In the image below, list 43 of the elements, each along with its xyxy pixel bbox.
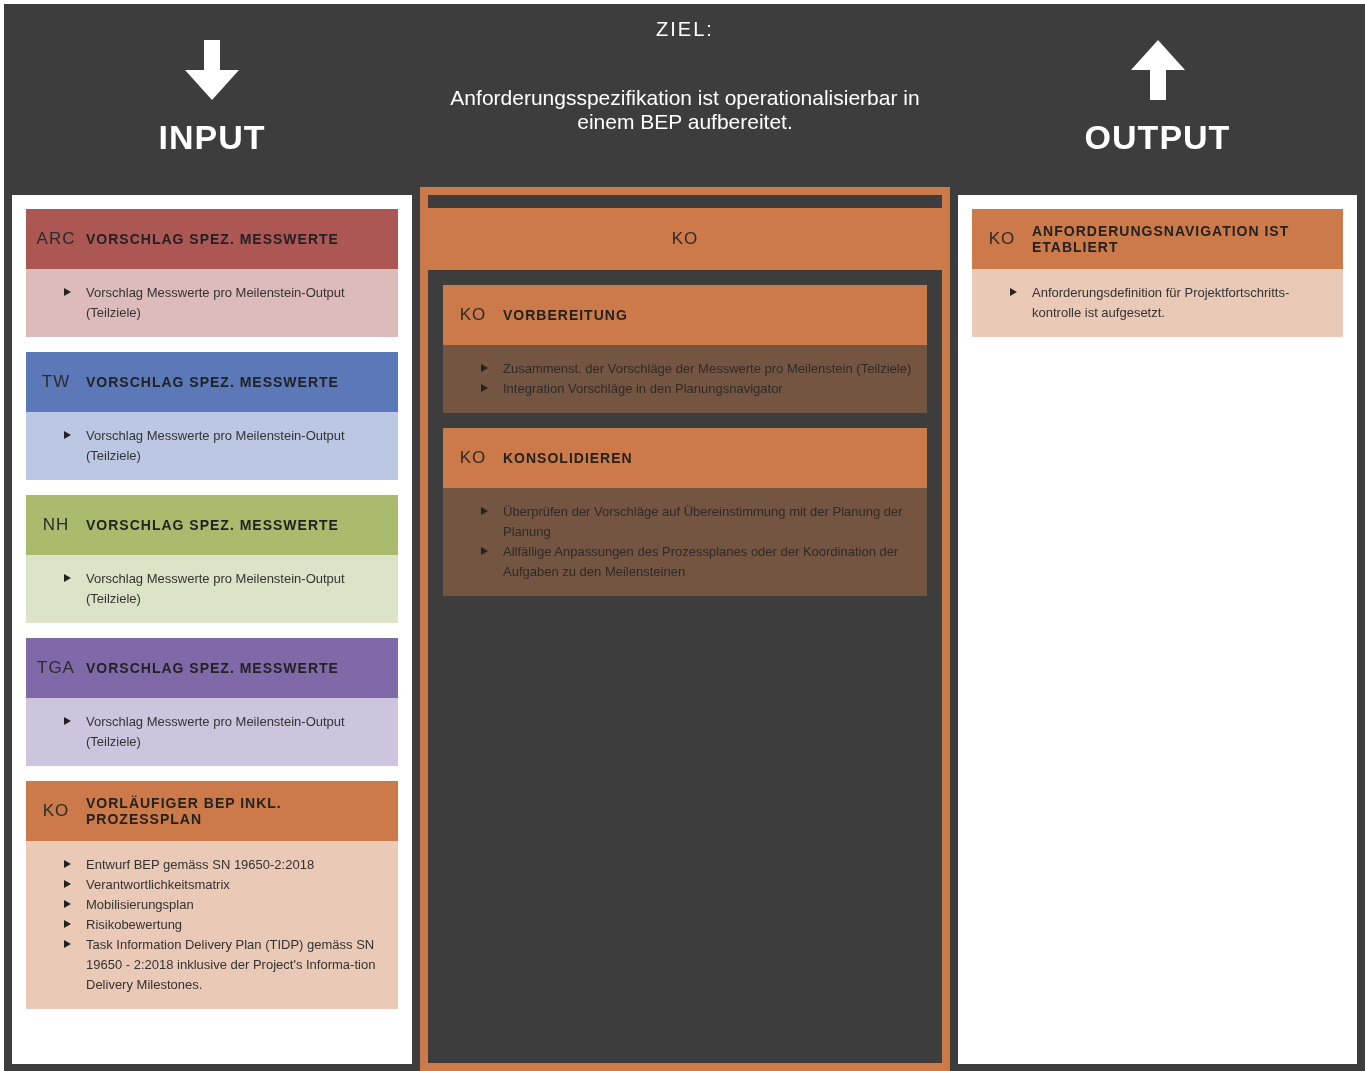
- discipline-code: KO: [458, 448, 488, 468]
- bullet-text: Vorschlag Messwerte pro Meilenstein-Output (Teilziele): [86, 713, 346, 751]
- column-heading: INPUT: [157, 118, 267, 157]
- card-title: KONSOLIDIEREN: [503, 450, 634, 466]
- bullet-text: Anforderungsdefinition für Projektfortschritts-kontrolle ist aufgesetzt.: [1032, 284, 1291, 322]
- bullet-text: Überprüfen der Vorschläge auf Übereinstimmung mit der Planung der Planung: [503, 503, 904, 541]
- card-title: VORSCHLAG SPEZ. MESSWERTE: [86, 374, 340, 390]
- card-title: VORSCHLAG SPEZ. MESSWERTE: [86, 517, 340, 533]
- task-card: [443, 285, 927, 413]
- card-title: VORSCHLAG SPEZ. MESSWERTE: [86, 660, 340, 676]
- goal-text: Anforderungsspezifikation ist operationalisierbar in einem BEP aufbereitet.: [450, 86, 920, 134]
- task-card: [972, 209, 1343, 337]
- discipline-code: KO: [41, 801, 71, 821]
- bullet-text: Verantwortlichkeitsmatrix: [86, 876, 230, 894]
- card-title: VORBEREITUNG: [503, 307, 629, 323]
- bullet-text: Risikobewertung: [86, 916, 183, 934]
- bullet-text: Task Information Delivery Plan (TIDP) gemäss SN 19650 - 2:2018 inklusive der Project's Informa-tion Delivery Milestones.: [86, 936, 377, 994]
- task-card: [26, 638, 398, 766]
- bullet-text: Allfällige Anpassungen des Prozessplanes oder der Koordination der Aufgaben zu den Meilensteinen: [503, 543, 900, 581]
- bullet-text: Mobilisierungsplan: [86, 896, 194, 914]
- discipline-code: ARC: [35, 229, 77, 249]
- task-card: [26, 209, 398, 337]
- card-title: VORLÄUFIGER BEP INKL. PROZESSPLAN: [86, 795, 283, 827]
- card-title: VORSCHLAG SPEZ. MESSWERTE: [86, 231, 340, 247]
- task-card: [443, 428, 927, 596]
- card-title: ANFORDERUNGSNAVIGATION IST ETABLIERT: [1032, 223, 1291, 255]
- bullet-text: Zusammenst. der Vorschläge der Messwerte pro Meilenstein (Teilziele): [503, 360, 912, 378]
- bullet-text: Vorschlag Messwerte pro Meilenstein-Output (Teilziele): [86, 570, 346, 608]
- task-card: [26, 352, 398, 480]
- discipline-code: TW: [40, 372, 72, 392]
- bullet-text: Integration Vorschläge in den Planungsnavigator: [503, 380, 783, 398]
- bullet-text: Vorschlag Messwerte pro Meilenstein-Output (Teilziele): [86, 427, 346, 465]
- goal-label: ZIEL:: [655, 18, 715, 41]
- discipline-code: TGA: [36, 658, 76, 678]
- discipline-code: KO: [458, 305, 488, 325]
- bullet-text: Vorschlag Messwerte pro Meilenstein-Output (Teilziele): [86, 284, 346, 322]
- bullet-text: Entwurf BEP gemäss SN 19650-2:2018: [86, 856, 315, 874]
- column-heading: KO: [670, 229, 700, 249]
- column-heading: OUTPUT: [1083, 118, 1232, 157]
- task-card: [26, 495, 398, 623]
- discipline-code: NH: [41, 515, 71, 535]
- task-card: [26, 781, 398, 1009]
- discipline-code: KO: [987, 229, 1017, 249]
